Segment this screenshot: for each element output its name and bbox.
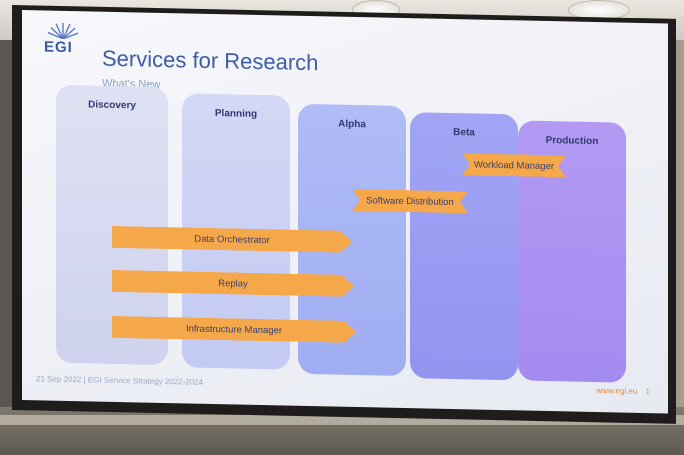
stage-label: Discovery bbox=[88, 99, 136, 112]
website-url: www.egi.eu bbox=[596, 386, 638, 396]
arrow-software-distribution: Software Distribution bbox=[352, 189, 468, 213]
stage-label: Beta bbox=[453, 127, 475, 139]
page-number: 1 bbox=[645, 387, 650, 397]
logo-rays-icon bbox=[47, 22, 79, 40]
logo-text: EGI bbox=[44, 38, 73, 57]
stage-label: Alpha bbox=[338, 118, 366, 131]
slide-footer-right: www.egi.eu 1 bbox=[596, 386, 650, 396]
slide-title: Services for Research bbox=[102, 45, 319, 76]
stage-column-beta: Beta bbox=[410, 112, 518, 381]
slide-footer: 21 Sep 2022 | EGI Service Strategy 2022-… bbox=[36, 374, 204, 387]
stage-label: Planning bbox=[214, 108, 258, 120]
floor-strip bbox=[0, 415, 684, 425]
stage-label: Production bbox=[545, 134, 599, 148]
presentation-slide: EGI Services for Research What's New Dis… bbox=[22, 10, 668, 414]
arrow-workload-manager: Workload Manager bbox=[462, 153, 566, 177]
egi-logo: EGI bbox=[42, 22, 84, 59]
